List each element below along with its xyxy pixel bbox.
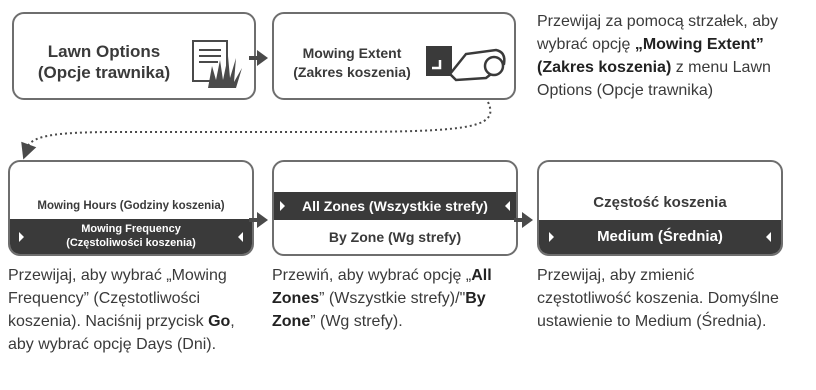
caption-top-bold1: „Mowing Extent” (Zakres koszenia)	[537, 36, 764, 76]
lawn-options-line1: Lawn Options	[47, 42, 161, 61]
lawn-options-line2: (Opcje trawnika)	[37, 63, 171, 82]
mowing-extent-line1: Mowing Extent	[302, 45, 402, 61]
zone-option-all-zones: All Zones (Wszystkie strefy)	[274, 192, 516, 220]
caption-right-text: Przewijaj, aby zmienić częstotliwość kos…	[537, 267, 779, 330]
lawn-options-icon	[192, 40, 242, 88]
caption-left: Przewijaj, aby wybrać „Mowing Frequency”…	[8, 264, 248, 356]
flow-arrow-3	[514, 212, 533, 228]
frequency-value: Medium (Średnia)	[539, 220, 781, 254]
selection-left-arrow-icon	[238, 232, 243, 242]
selection-right-arrow-icon	[549, 232, 554, 242]
zone-option-all-zones-label: All Zones (Wszystkie strefy)	[302, 198, 488, 214]
selection-left-arrow-icon	[766, 232, 771, 242]
caption-middle-bold2: By Zone	[272, 290, 486, 330]
caption-right: Przewijaj, aby zmienić częstotliwość kos…	[537, 264, 785, 333]
mowing-extent-label: Mowing Extent (Zakres koszenia)	[282, 44, 422, 82]
caption-top: Przewijaj za pomocą strzałek, aby wybrać…	[537, 10, 807, 102]
mower-icon	[426, 46, 506, 82]
zone-option-by-zone: By Zone (Wg strefy)	[274, 224, 516, 250]
caption-top-part2: z menu Lawn Options (Opcje trawnika)	[537, 59, 771, 99]
screen-mowing-extent: Mowing Extent (Zakres koszenia)	[272, 12, 516, 100]
selection-left-arrow-icon	[505, 201, 510, 211]
flow-arrow-1	[249, 50, 268, 66]
frequency-title-label: Częstość koszenia	[593, 194, 727, 211]
mowing-extent-line2: (Zakres koszenia)	[293, 64, 411, 80]
caption-left-part2: , aby wybrać opcję Days (Dni).	[8, 313, 235, 353]
zone-option-by-zone-label: By Zone (Wg strefy)	[328, 229, 462, 245]
frequency-value-label: Medium (Średnia)	[597, 228, 723, 245]
caption-top-part1: Przewijaj za pomocą strzałek, aby wybrać…	[537, 13, 778, 53]
flow-arrow-2	[249, 212, 268, 228]
menu-item-mowing-hours-label: Mowing Hours (Godziny koszenia)	[37, 200, 225, 212]
screen-mowing-menu: Mowing Hours (Godziny koszenia) Mowing F…	[8, 160, 254, 256]
caption-middle-part2: ” (Wszystkie strefy)/"	[319, 290, 466, 307]
caption-middle-part1: Przewiń, aby wybrać opcję „	[272, 267, 472, 284]
caption-middle-bold1: All Zones	[272, 267, 492, 307]
menu-item-mowing-frequency-line2: (Częstoliwości koszenia)	[66, 237, 196, 249]
caption-left-part1: Przewijaj, aby wybrać „Mowing Frequency”…	[8, 267, 227, 330]
caption-middle-part3: ” (Wg strefy).	[310, 313, 403, 330]
caption-left-bold1: Go	[208, 313, 231, 330]
frequency-title: Częstość koszenia	[539, 190, 781, 216]
screen-zones: All Zones (Wszystkie strefy) By Zone (Wg…	[272, 160, 518, 256]
selection-right-arrow-icon	[280, 201, 285, 211]
caption-middle: Przewiń, aby wybrać opcję „All Zones” (W…	[272, 264, 520, 333]
screen-lawn-options: Lawn Options (Opcje trawnika)	[12, 12, 256, 100]
menu-item-mowing-frequency: Mowing Frequency (Częstoliwości koszenia…	[10, 219, 252, 254]
menu-item-mowing-frequency-line1: Mowing Frequency	[81, 223, 181, 235]
selection-right-arrow-icon	[19, 232, 24, 242]
screen-frequency: Częstość koszenia Medium (Średnia)	[537, 160, 783, 256]
menu-item-mowing-hours: Mowing Hours (Godziny koszenia)	[10, 196, 252, 216]
lawn-options-label: Lawn Options (Opcje trawnika)	[24, 41, 184, 83]
